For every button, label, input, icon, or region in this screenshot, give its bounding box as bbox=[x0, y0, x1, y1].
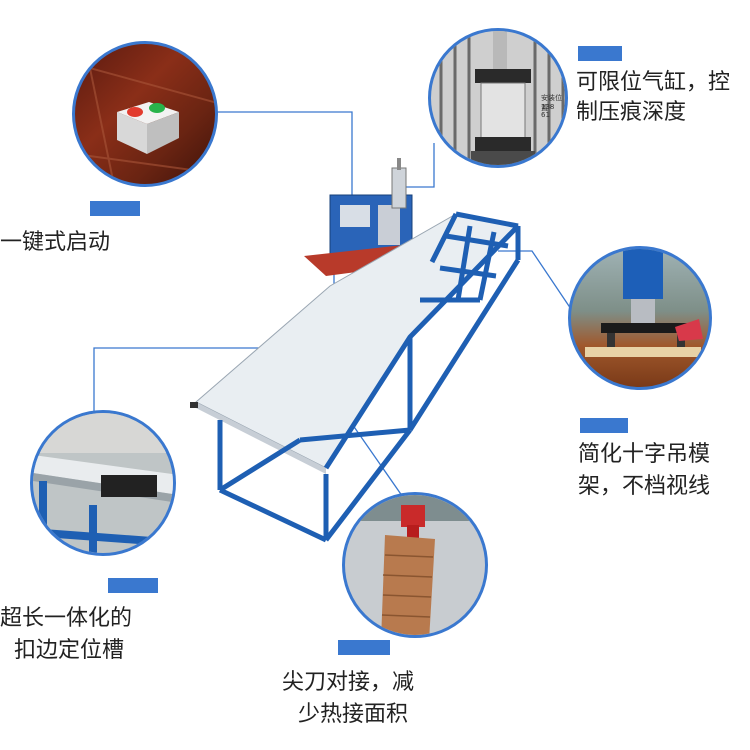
positioning-slot-closeup bbox=[33, 413, 173, 553]
cylinder-sign-text-2: 138 61 bbox=[541, 103, 555, 119]
feature-label-cylinder-line2: 制压痕深度 bbox=[576, 100, 687, 125]
pointed-knife-closeup bbox=[345, 495, 485, 635]
label-bar-knife bbox=[338, 640, 390, 655]
air-cylinder bbox=[391, 167, 407, 209]
cylinder-sign-text-1: 安装位置 bbox=[541, 94, 562, 112]
air-cylinder-closeup bbox=[439, 31, 565, 165]
callout-line-crossbar bbox=[498, 250, 576, 316]
detail-photo-air-cylinder: 安装位置 138 61 bbox=[428, 28, 568, 168]
label-bar-mold-frame bbox=[580, 418, 628, 433]
start-button-box bbox=[75, 44, 215, 184]
start-button-icon bbox=[149, 103, 165, 113]
feature-label-knife-line1: 尖刀对接，减 bbox=[282, 670, 415, 695]
mold-frame-closeup bbox=[585, 249, 703, 357]
feature-label-start: 一键式启动 bbox=[0, 230, 111, 255]
label-bar-start bbox=[90, 201, 140, 216]
feature-label-knife-line2: 少热接面积 bbox=[298, 702, 409, 727]
detail-photo-pointed-knife bbox=[342, 492, 488, 638]
label-bar-cylinder bbox=[578, 46, 622, 61]
feature-label-cylinder-line1: 可限位气缸，控 bbox=[576, 70, 731, 95]
feature-label-mold-frame-line1: 简化十字吊模 bbox=[578, 442, 711, 467]
steel-frame bbox=[217, 211, 521, 543]
detail-photo-start-button bbox=[72, 41, 218, 187]
feature-label-slot-line1: 超长一体化的 bbox=[0, 606, 133, 631]
feature-label-slot-line2: 扣边定位槽 bbox=[14, 638, 125, 663]
callout-line-cylinder bbox=[398, 143, 435, 188]
stop-button-icon bbox=[127, 107, 143, 117]
callout-line-table bbox=[93, 347, 298, 416]
detail-photo-edge-positioning-slot bbox=[30, 410, 176, 556]
feature-label-mold-frame-line2: 架，不档视线 bbox=[578, 474, 711, 499]
label-bar-slot bbox=[108, 578, 158, 593]
detail-photo-cross-mold-frame bbox=[568, 246, 712, 390]
